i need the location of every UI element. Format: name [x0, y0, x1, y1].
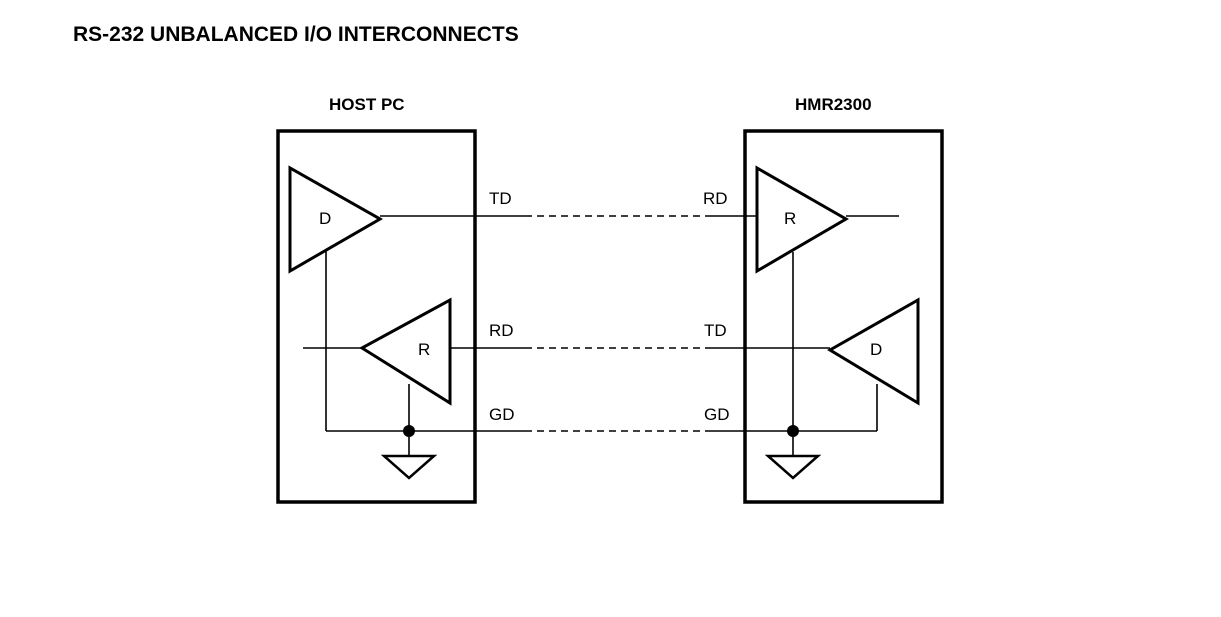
- host-pc-label: HOST PC: [329, 95, 405, 114]
- host-driver-amplifier: [288, 165, 384, 274]
- hmr2300-label: HMR2300: [795, 95, 872, 114]
- host-ground-junction: [403, 425, 415, 437]
- host-ground-icon: [380, 454, 438, 480]
- device-receiver-amplifier: [755, 165, 849, 274]
- device-driver-label: D: [870, 340, 882, 359]
- device-td-label: TD: [704, 321, 727, 340]
- diagram-title: RS-232 UNBALANCED I/O INTERCONNECTS: [73, 23, 519, 46]
- host-rd-label: RD: [489, 321, 514, 340]
- host-td-label: TD: [489, 189, 512, 208]
- hmr2300-box: [743, 129, 944, 504]
- host-gd-label: GD: [489, 405, 515, 424]
- host-pc-box: [276, 129, 477, 504]
- device-ground-icon: [764, 454, 822, 480]
- host-receiver-label: R: [418, 340, 430, 359]
- device-ground-junction: [787, 425, 799, 437]
- device-driver-amplifier: [827, 297, 920, 406]
- device-gd-label: GD: [704, 405, 730, 424]
- host-receiver-amplifier: [359, 297, 452, 406]
- device-rd-label: RD: [703, 189, 728, 208]
- device-receiver-label: R: [784, 209, 796, 228]
- host-driver-label: D: [319, 209, 331, 228]
